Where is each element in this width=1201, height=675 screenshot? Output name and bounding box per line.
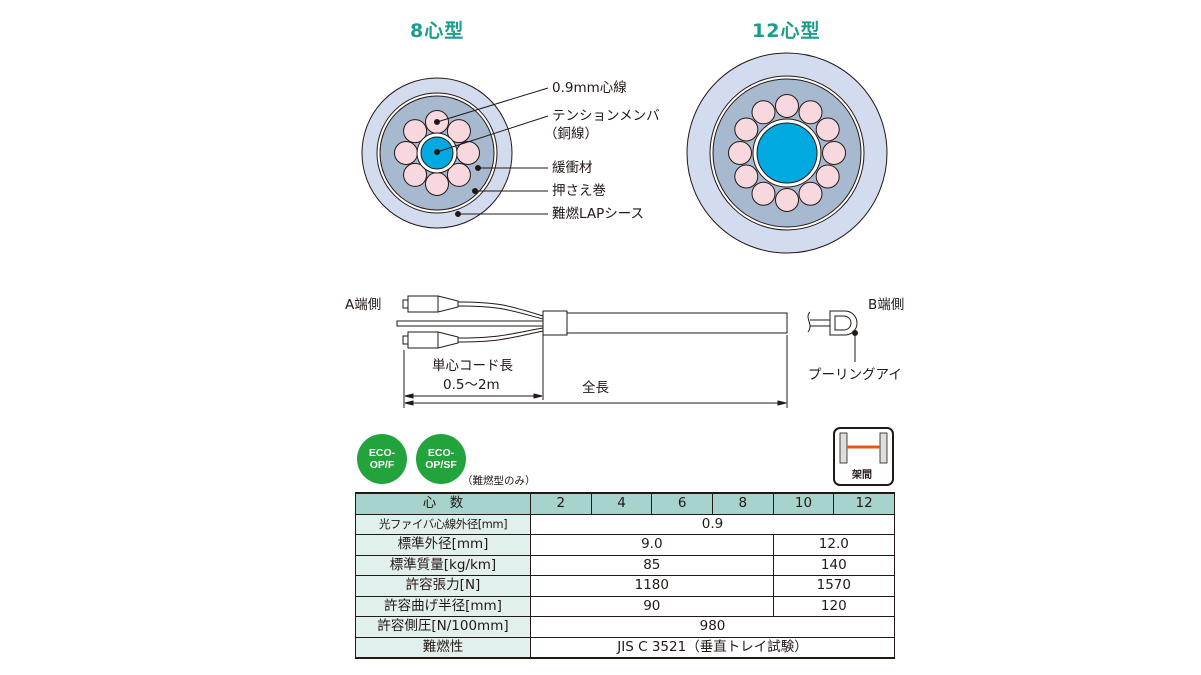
fiber-core [815,164,840,189]
row-label: 標準質量[kg/km] [355,554,531,576]
fiber-core [751,100,776,125]
title-8-core: 8心型 [410,20,465,42]
span-icon-label: 架間 [852,470,872,481]
callout-tension-member: テンションメンバ [552,108,660,124]
cross-section-12-core [686,52,888,254]
callout-tension-member-material: （銅線） [544,126,598,142]
cable-drawing [396,295,858,408]
row-label: 許容曲げ半径[mm] [355,595,531,617]
fiber-core [446,119,471,144]
row-value: 140 [772,554,896,576]
row-label: 難燃性 [355,636,531,659]
fiber-core [751,181,776,206]
fiber-core [775,188,799,212]
spec-table: 心 数 2 4 6 8 10 12 光ファイバ心線外径[mm]0.9 標準外径[… [355,492,896,659]
row-value: 1570 [772,575,896,597]
callout-wrap: 押さえ巻 [552,183,606,199]
header-core-count: 12 [833,492,895,515]
table-row: 許容側圧[N/100mm]980 [355,616,895,638]
b-end-label: B端側 [868,297,905,313]
callout-sheath: 難燃LAPシース [552,206,645,222]
cord-length-label: 単心コード長 [432,358,513,374]
callout-fiber: 0.9mm心線 [552,80,627,96]
row-value: 90 [530,595,774,617]
fiber-core [798,100,823,125]
fiber-core [728,141,752,165]
row-value: 1180 [530,575,774,597]
header-cores-label: 心 数 [355,492,531,515]
row-label: 標準外径[mm] [355,534,531,556]
pulling-eye-label: プーリングアイ [808,367,902,383]
badge-note: （難燃型のみ） [462,475,536,487]
row-value: 12.0 [772,534,896,556]
fiber-core [815,117,840,142]
fiber-core [425,172,449,196]
header-core-count: 6 [651,492,713,515]
title-12-core: 12心型 [752,20,821,42]
fiber-core [734,117,759,142]
table-header-row: 心 数 2 4 6 8 10 12 [355,492,895,515]
row-value: 9.0 [530,534,774,556]
fiber-core [734,164,759,189]
fiber-core [798,181,823,206]
eco-op-f-badge: ECO-OP/F [357,434,407,484]
header-core-count: 10 [772,492,835,515]
row-value: 85 [530,554,774,576]
header-core-count: 8 [711,492,774,515]
callout-buffer: 緩衝材 [552,160,593,176]
a-end-label: A端側 [345,297,382,313]
total-length-label: 全長 [582,380,609,396]
row-value: 0.9 [530,513,895,535]
row-value: JIS C 3521（垂直トレイ試験） [530,636,895,659]
fiber-core [403,162,428,187]
row-label: 許容張力[N] [355,575,531,597]
fiber-core [403,119,428,144]
callout-lines [434,87,549,217]
cord-length-value: 0.5～2m [443,377,500,393]
row-value: 120 [772,595,896,617]
fiber-core [822,141,846,165]
header-core-count: 4 [590,492,653,515]
eco-op-sf-badge: ECO-OP/SF [416,434,466,484]
row-label: 許容側圧[N/100mm] [355,616,531,638]
span-icon [833,427,894,486]
row-value: 980 [530,616,895,638]
fiber-core [394,141,418,165]
row-label: 光ファイバ心線外径[mm] [355,513,531,535]
table-row: 光ファイバ心線外径[mm]0.9 [355,513,895,535]
header-core-count: 2 [530,492,592,515]
fiber-core [446,162,471,187]
fiber-core [775,94,799,118]
